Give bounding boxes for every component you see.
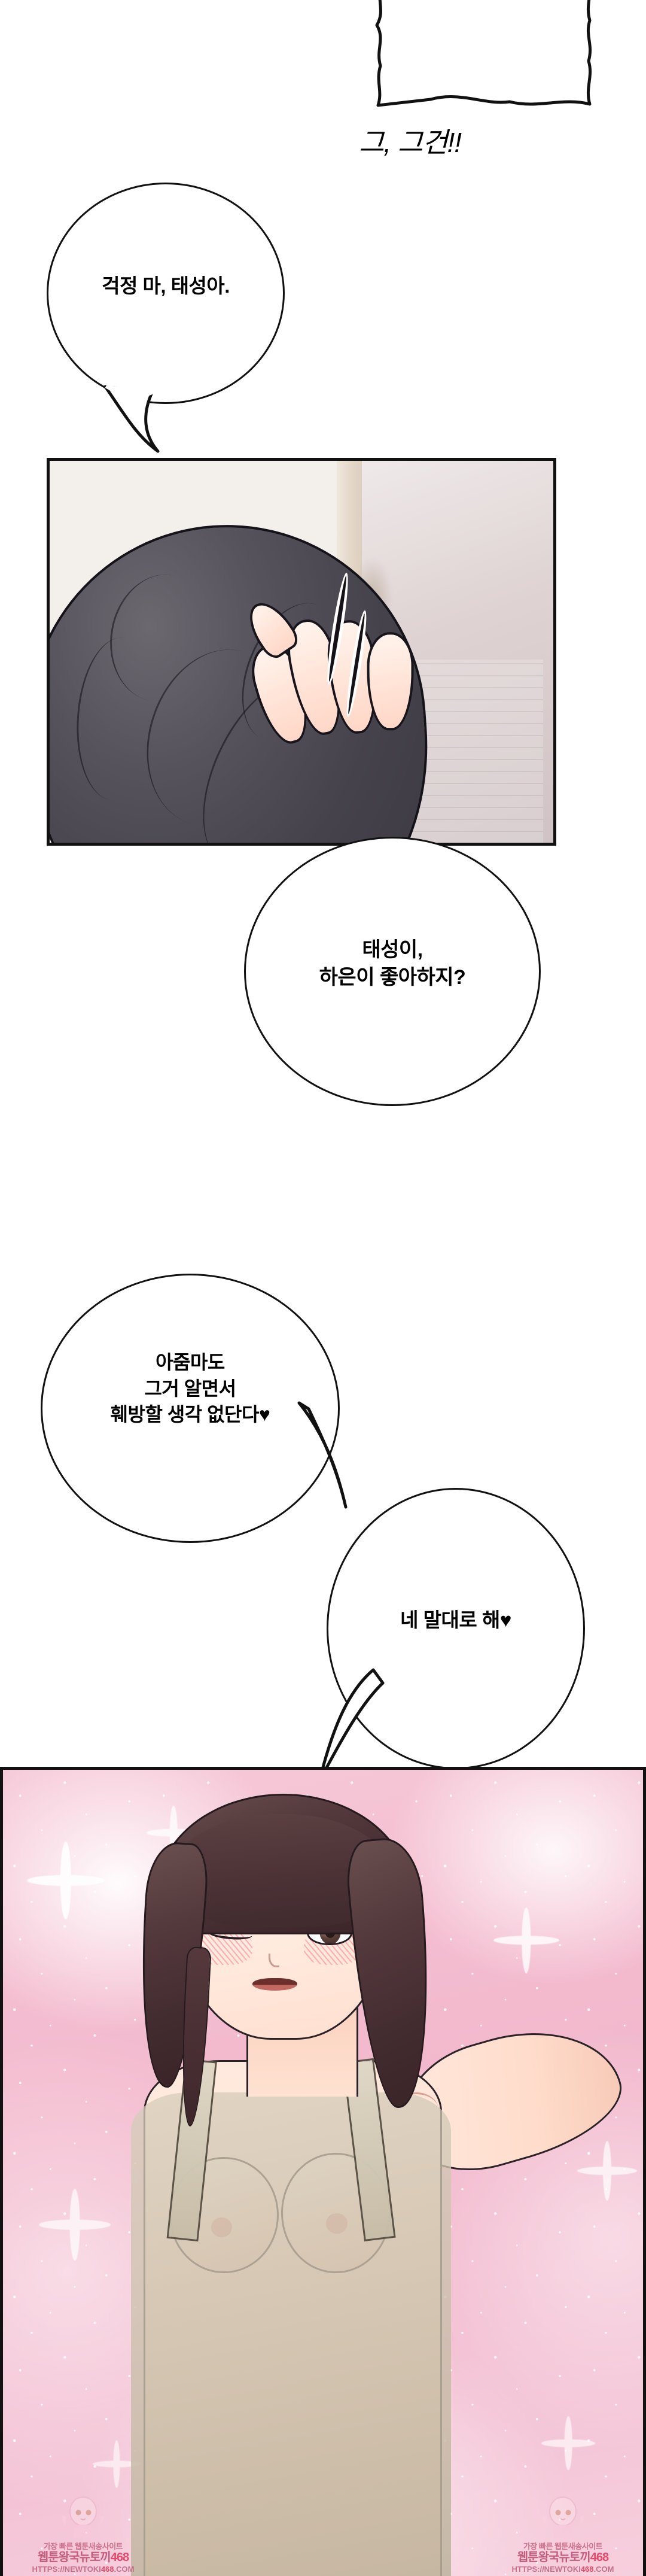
speech-bubble-no-interference-text: 아줌마도 그거 알면서 훼방할 생각 없단다♥ [110, 1351, 270, 1426]
speech-bubble-as-you-say-text: 네 말대로 해♥ [400, 1609, 511, 1631]
armpit-line [393, 2092, 438, 2127]
panel-hair-pat: 쓰 담 [47, 458, 556, 846]
speech-bubble-shout: 그, 그건!! [359, 0, 610, 158]
speech-bubble-dont-worry-tail [100, 383, 196, 461]
nose [269, 1954, 280, 1968]
speech-bubble-as-you-say: 네 말대로 해♥ [327, 1488, 585, 1769]
speech-bubble-dont-worry: 걱정 마, 태성아. [47, 183, 285, 404]
character-illustration [3, 1770, 643, 2576]
speech-bubble-shout-text: 그, 그건!! [359, 127, 462, 158]
motion-lines [327, 575, 382, 720]
speech-bubble-question-text: 태성이, 하은이 좋아하지? [319, 938, 466, 989]
speech-bubble-no-interference: 아줌마도 그거 알면서 훼방할 생각 없단다♥ [41, 1274, 340, 1543]
speech-bubble-question: 태성이, 하은이 좋아하지? [244, 837, 541, 1106]
speech-bubble-dont-worry-text: 걱정 마, 태성아. [102, 275, 230, 297]
speech-bubble-no-interference-tail [288, 1399, 378, 1519]
mouth [252, 1977, 298, 1991]
panel-girl-sparkle: 가장 빠른 웹툰새송사이트 웹툰왕국뉴토끼468 HTTPS://NEWTOKI… [0, 1767, 646, 2576]
